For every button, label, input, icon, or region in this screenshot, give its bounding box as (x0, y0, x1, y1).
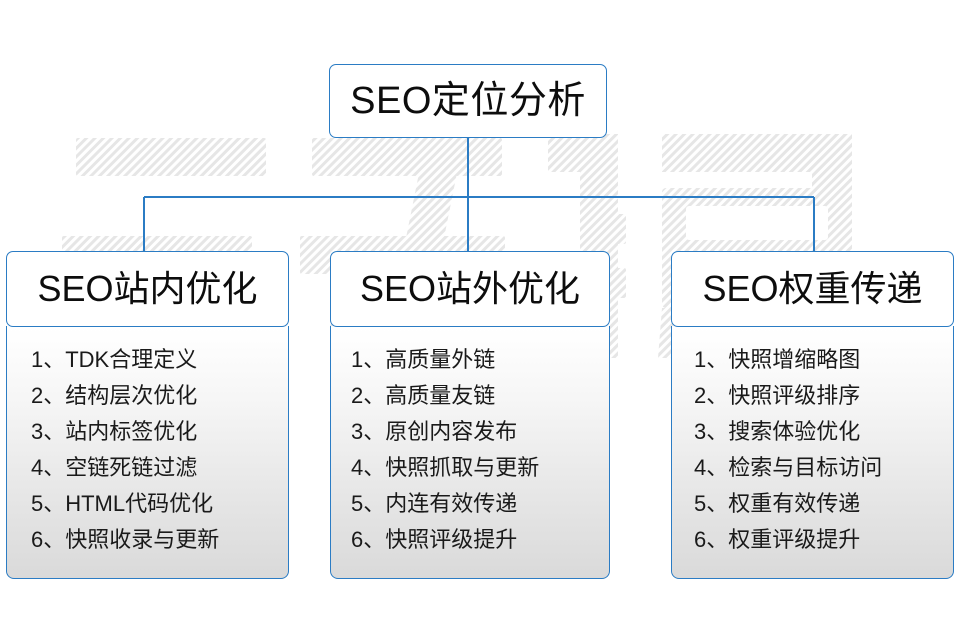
list-item[interactable]: 5、HTML代码优化 (31, 491, 214, 516)
branch-column-2: SEO站外优化 1、高质量外链 2、高质量友链 3、原创内容发布 4、快照抓取与… (330, 251, 610, 579)
list-item[interactable]: 1、快照增缩略图 (694, 347, 861, 372)
list-item[interactable]: 6、快照评级提升 (351, 527, 518, 552)
list-item[interactable]: 3、原创内容发布 (351, 419, 518, 444)
branch-body-1: 1、TDK合理定义 2、结构层次优化 3、站内标签优化 4、空链死链过滤 5、H… (6, 326, 289, 579)
list-item[interactable]: 2、快照评级排序 (694, 383, 861, 408)
branch-header-2[interactable]: SEO站外优化 (330, 251, 610, 327)
list-item[interactable]: 1、高质量外链 (351, 347, 496, 372)
branch-header-3[interactable]: SEO权重传递 (671, 251, 954, 327)
list-item[interactable]: 2、结构层次优化 (31, 383, 198, 408)
list-item[interactable]: 6、权重评级提升 (694, 527, 861, 552)
branch-header-label-1: SEO站内优化 (37, 268, 258, 309)
branch-header-label-2: SEO站外优化 (359, 268, 581, 309)
list-item[interactable]: 3、站内标签优化 (31, 419, 198, 444)
branch-column-1: SEO站内优化 1、TDK合理定义 2、结构层次优化 3、站内标签优化 4、空链… (6, 251, 289, 579)
list-item[interactable]: 5、权重有效传递 (694, 491, 861, 516)
list-item[interactable]: 4、快照抓取与更新 (351, 455, 540, 480)
list-item[interactable]: 4、空链死链过滤 (31, 455, 198, 480)
branch-header-1[interactable]: SEO站内优化 (6, 251, 289, 327)
list-item[interactable]: 6、快照收录与更新 (31, 527, 220, 552)
list-item[interactable]: 4、检索与目标访问 (694, 455, 883, 480)
root-node[interactable]: SEO定位分析 (329, 64, 607, 138)
branch-item-list-3: 1、快照增缩略图 2、快照评级排序 3、搜索体验优化 4、检索与目标访问 5、权… (672, 342, 953, 558)
list-item[interactable]: 2、高质量友链 (351, 383, 496, 408)
root-node-label: SEO定位分析 (350, 80, 586, 122)
list-item[interactable]: 1、TDK合理定义 (31, 347, 198, 372)
branch-header-label-3: SEO权重传递 (702, 268, 923, 309)
list-item[interactable]: 5、内连有效传递 (351, 491, 518, 516)
list-item[interactable]: 3、搜索体验优化 (694, 419, 861, 444)
branch-column-3: SEO权重传递 1、快照增缩略图 2、快照评级排序 3、搜索体验优化 4、检索与… (671, 251, 954, 579)
branch-body-3: 1、快照增缩略图 2、快照评级排序 3、搜索体验优化 4、检索与目标访问 5、权… (671, 326, 954, 579)
branch-body-2: 1、高质量外链 2、高质量友链 3、原创内容发布 4、快照抓取与更新 5、内连有… (330, 326, 610, 579)
branch-item-list-1: 1、TDK合理定义 2、结构层次优化 3、站内标签优化 4、空链死链过滤 5、H… (7, 342, 288, 558)
branch-item-list-2: 1、高质量外链 2、高质量友链 3、原创内容发布 4、快照抓取与更新 5、内连有… (331, 342, 609, 558)
